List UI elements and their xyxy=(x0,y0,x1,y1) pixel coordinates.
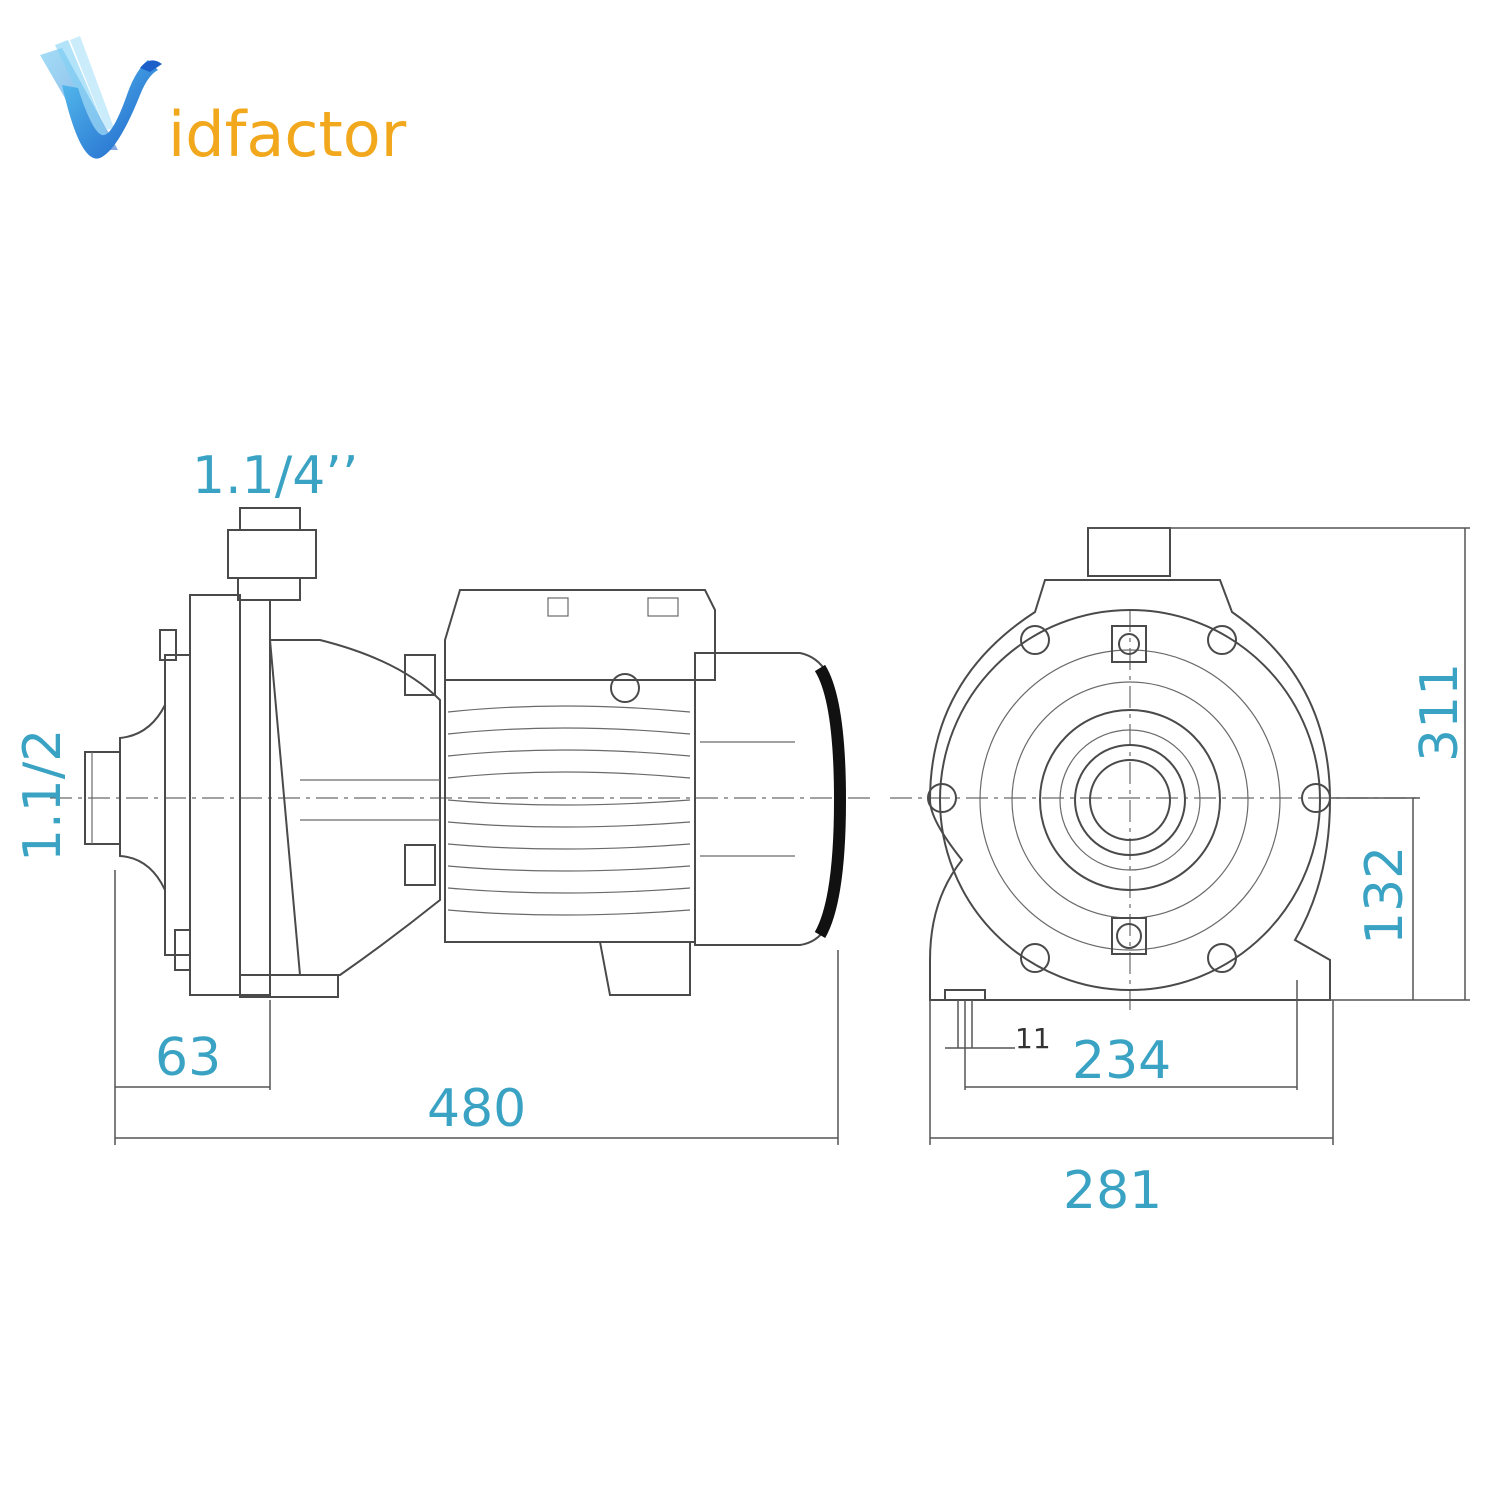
pump-bracket xyxy=(268,639,441,976)
dim-label-234: 234 xyxy=(1072,1031,1171,1091)
dim-label-281: 281 xyxy=(1063,1161,1162,1221)
dim-label-discharge: 1.1/4’’ xyxy=(192,446,358,506)
vidfactor-logo: idfactor xyxy=(40,36,407,171)
dim-label-311: 311 xyxy=(1410,663,1470,762)
pump-volute xyxy=(189,594,241,996)
motor-body xyxy=(444,679,696,943)
dim-label-63: 63 xyxy=(155,1028,221,1088)
front-view-dimensions: 234 281 311 132 xyxy=(929,527,1470,1221)
dim-label-480: 480 xyxy=(427,1079,526,1139)
motor-terminal-box xyxy=(444,589,716,681)
dim-label-suction: 1.1/2 xyxy=(13,729,73,862)
motor-cooling-fins xyxy=(447,705,691,916)
side-view-dimensions: 63 480 1.1/4’’ 1.1/2 xyxy=(13,446,839,1145)
discharge-port xyxy=(227,529,317,579)
motor-foot xyxy=(570,941,691,996)
motor-fan-cover xyxy=(694,652,839,946)
pump-foot-front xyxy=(239,974,339,998)
v-mark-icon xyxy=(40,36,162,159)
pump-side-view xyxy=(50,507,870,998)
front-discharge-port xyxy=(1087,527,1171,577)
pump-front-view: 11 xyxy=(890,527,1420,1055)
logo-wordmark: idfactor xyxy=(168,98,407,171)
dim-label-132: 132 xyxy=(1355,846,1415,945)
dim-label-11: 11 xyxy=(1015,1022,1051,1055)
flange-bolts xyxy=(927,625,1331,973)
front-housing xyxy=(928,579,1332,1001)
front-suction-opening xyxy=(1089,759,1171,841)
